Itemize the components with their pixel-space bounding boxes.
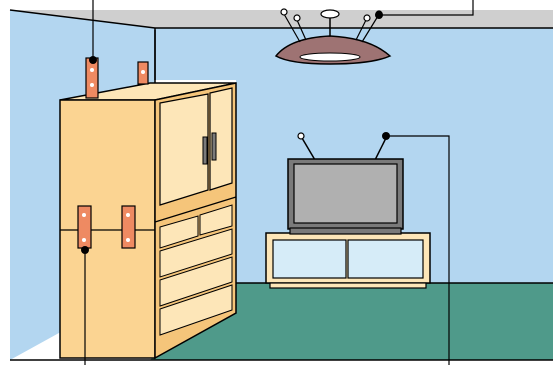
tv-stand xyxy=(266,233,430,288)
